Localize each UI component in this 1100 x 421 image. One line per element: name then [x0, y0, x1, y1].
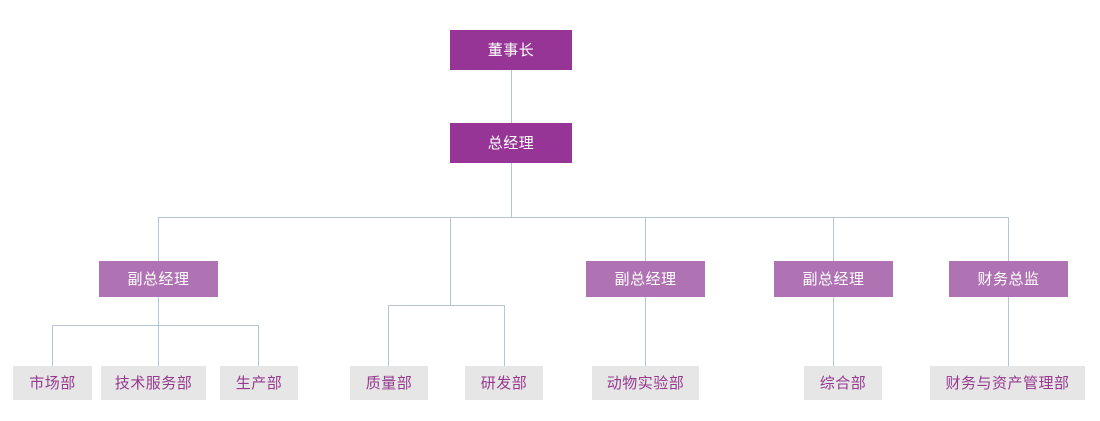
connector-deputy2-to-animal-lab	[645, 297, 646, 366]
node-chairman-label: 董事长	[487, 41, 535, 59]
connector-deputy3-to-general-affairs	[833, 297, 834, 366]
connector-quality-group-bus	[388, 305, 504, 306]
node-general-affairs-dept-label: 综合部	[819, 374, 867, 392]
node-general-manager[interactable]: 总经理	[450, 123, 572, 163]
node-quality-dept[interactable]: 质量部	[350, 366, 428, 400]
connector-deputy1-down	[158, 297, 159, 325]
node-deputy-gm-1-label: 副总经理	[127, 270, 190, 288]
node-animal-lab-dept[interactable]: 动物实验部	[592, 366, 699, 400]
node-finance-asset-dept-label: 财务与资产管理部	[945, 374, 1070, 392]
node-rnd-dept[interactable]: 研发部	[465, 366, 543, 400]
node-finance-director-label: 财务总监	[977, 270, 1040, 288]
connector-sub1-to-production	[258, 325, 259, 366]
connector-chairman-to-gm	[511, 70, 512, 123]
node-tech-service-dept-label: 技术服务部	[114, 374, 193, 392]
connector-deputy1-sub-bus	[52, 325, 259, 326]
connector-bus-to-quality-group	[450, 217, 451, 305]
node-market-dept-label: 市场部	[29, 374, 76, 392]
node-chairman[interactable]: 董事长	[450, 30, 572, 70]
node-general-manager-label: 总经理	[487, 134, 535, 152]
connector-sub2-to-quality	[388, 305, 389, 366]
connector-level3-bus	[158, 217, 1009, 218]
node-general-affairs-dept[interactable]: 综合部	[804, 366, 882, 400]
node-deputy-gm-2[interactable]: 副总经理	[586, 261, 705, 297]
node-rnd-dept-label: 研发部	[480, 374, 528, 392]
connector-sub1-to-tech-service	[158, 325, 159, 366]
node-deputy-gm-3[interactable]: 副总经理	[774, 261, 893, 297]
connector-bus-to-deputy1	[158, 217, 159, 261]
node-production-dept-label: 生产部	[235, 374, 283, 392]
connector-bus-to-deputy2	[645, 217, 646, 261]
node-deputy-gm-2-label: 副总经理	[614, 270, 677, 288]
node-deputy-gm-3-label: 副总经理	[802, 270, 865, 288]
node-finance-asset-dept[interactable]: 财务与资产管理部	[930, 366, 1085, 400]
connector-sub2-to-rnd	[504, 305, 505, 366]
node-quality-dept-label: 质量部	[365, 374, 413, 392]
connector-sub1-to-market	[52, 325, 53, 366]
connector-bus-to-finance-director	[1008, 217, 1009, 261]
node-market-dept[interactable]: 市场部	[13, 366, 92, 400]
node-finance-director[interactable]: 财务总监	[949, 261, 1068, 297]
connector-bus-to-deputy3	[833, 217, 834, 261]
connector-gm-down	[511, 163, 512, 217]
node-tech-service-dept[interactable]: 技术服务部	[101, 366, 206, 400]
node-production-dept[interactable]: 生产部	[220, 366, 298, 400]
node-animal-lab-dept-label: 动物实验部	[606, 374, 685, 392]
connector-finance-director-to-finance-dept	[1008, 297, 1009, 366]
node-deputy-gm-1[interactable]: 副总经理	[99, 261, 218, 297]
